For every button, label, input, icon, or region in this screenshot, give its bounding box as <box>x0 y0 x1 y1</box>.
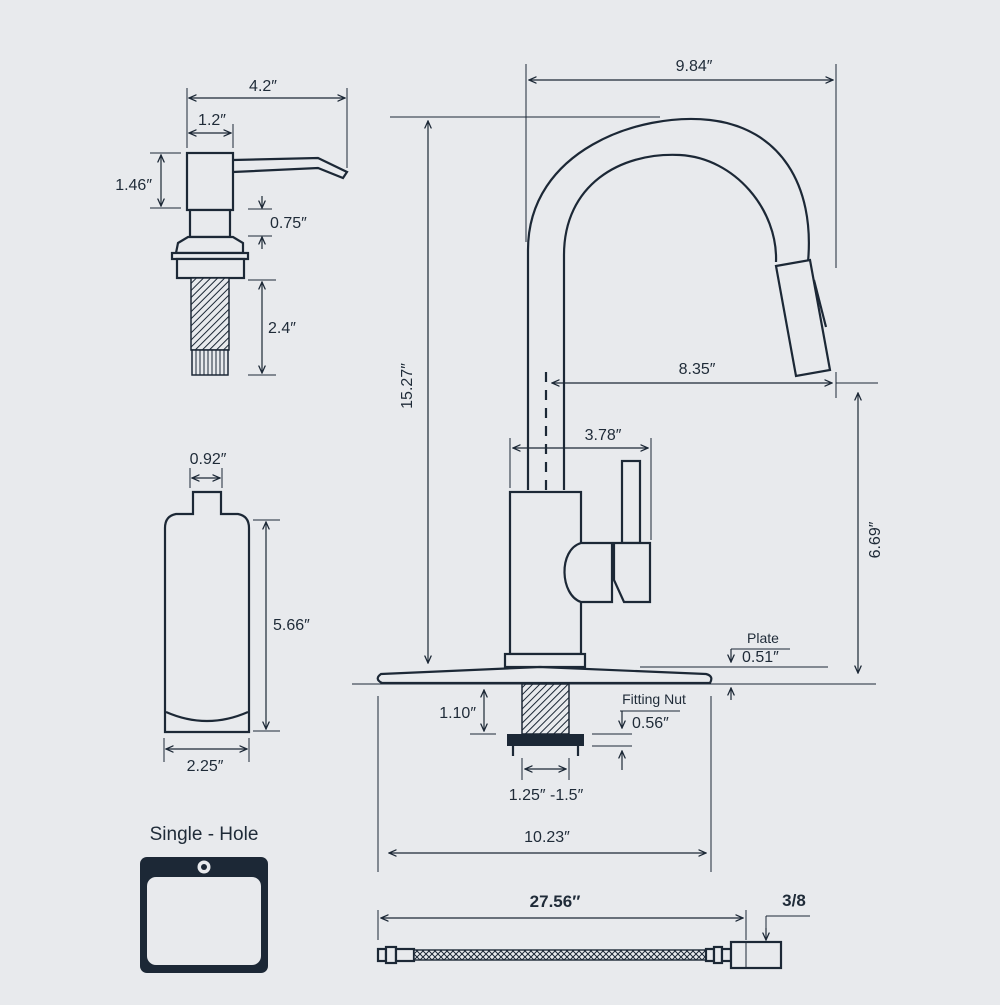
dim-collar-height: 0.75″ <box>248 196 307 249</box>
spray-button-icon <box>812 279 828 328</box>
mount-thread <box>521 683 570 735</box>
pump-thread <box>190 277 230 351</box>
label-neck-width: 0.92″ <box>190 451 227 468</box>
label-spout-reach: 8.35″ <box>679 361 716 378</box>
hose-right-fitting <box>704 940 783 970</box>
label-handle-reach: 3.78″ <box>585 427 622 444</box>
bottle-bottom-curve <box>165 710 249 723</box>
dim-hole-diameter: 1.25″ -1.5″ <box>509 758 584 804</box>
dim-mount-height: 1.10″ <box>439 690 496 735</box>
label-thread-size: 3/8 <box>782 891 806 910</box>
fitting-nut <box>507 734 584 746</box>
dim-pump-height: 1.46″ <box>115 152 181 209</box>
hose-left-fitting <box>376 945 416 965</box>
label-pump-width: 1.2″ <box>198 112 226 129</box>
label-reach-total: 9.84″ <box>676 58 713 75</box>
braided-hose <box>413 949 707 961</box>
sink-basin <box>147 877 261 965</box>
dim-handle-reach: 3.78″ <box>509 427 652 540</box>
label-fitting-nut-value: 0.56″ <box>632 715 669 732</box>
supply-hose-drawing: 27.56″ 3/8 <box>376 891 810 970</box>
label-shank-length: 2.4″ <box>268 320 296 337</box>
pump-base <box>175 257 246 280</box>
dim-spout-reach: 8.35″ <box>552 361 837 398</box>
dim-plate-width: 10.23″ <box>377 696 712 872</box>
label-mount-height: 1.10″ <box>439 705 476 722</box>
faucet-base-ring <box>503 652 587 669</box>
spray-head <box>774 258 832 378</box>
dim-total-width: 4.2″ <box>186 78 348 168</box>
dim-hose-length: 27.56″ <box>377 892 747 940</box>
dim-faucet-height: 15.27″ <box>390 116 660 663</box>
soap-bottle-drawing: 0.92″ 5.66″ 2.25″ <box>163 451 310 775</box>
label-total-width: 4.2″ <box>249 78 277 95</box>
pump-head <box>185 151 235 212</box>
handle-base <box>612 541 652 604</box>
faucet-spout-outer <box>526 117 810 490</box>
pump-neck <box>188 208 232 239</box>
dim-neck-width: 0.92″ <box>189 451 227 488</box>
label-plate-thickness: 0.51″ <box>742 649 779 666</box>
label-fitting-nut: Fitting Nut <box>622 691 686 707</box>
label-hole-diameter: 1.25″ -1.5″ <box>509 787 584 804</box>
dim-bottle-height: 5.66″ <box>253 519 310 732</box>
label-hose-length: 27.56″ <box>530 892 581 911</box>
faucet-spout-inner <box>562 153 778 490</box>
fitting-nut-legs <box>511 746 580 756</box>
pump-nozzle <box>232 156 349 180</box>
label-plate-width: 10.23″ <box>524 829 570 846</box>
bottle-outline <box>163 490 251 734</box>
handle-hub <box>563 541 614 604</box>
single-hole-drawing: Single - Hole <box>140 824 268 973</box>
label-faucet-height: 15.27″ <box>399 363 416 409</box>
handle-lever <box>620 459 642 545</box>
dim-spout-clearance: 6.69″ <box>640 382 884 673</box>
dim-pump-width: 1.2″ <box>186 112 234 148</box>
faucet-drawing: 9.84″ 15.27″ 8.35″ 3.78″ 6.69″ <box>352 58 884 872</box>
label-spout-clearance: 6.69″ <box>867 521 884 558</box>
dim-reach-total: 9.84″ <box>525 58 837 268</box>
dim-plate-thickness: Plate 0.51″ <box>731 630 790 700</box>
pump-collar <box>174 235 245 255</box>
pump-tube <box>191 349 229 376</box>
soap-dispenser-drawing: 4.2″ 1.2″ 1.46″ 0.75″ 2.4 <box>115 78 349 376</box>
dim-thread-size: 3/8 <box>766 891 810 940</box>
single-hole-title: Single - Hole <box>150 824 259 845</box>
label-bottle-height: 5.66″ <box>273 617 310 634</box>
label-bottle-width: 2.25″ <box>187 758 224 775</box>
dim-bottle-width: 2.25″ <box>163 738 250 775</box>
dim-fitting-nut: Fitting Nut 0.56″ <box>592 691 686 770</box>
mount-hole-center-icon <box>201 864 207 870</box>
label-plate: Plate <box>747 630 779 646</box>
label-pump-height: 1.46″ <box>115 177 152 194</box>
dim-shank-length: 2.4″ <box>248 279 296 376</box>
deck-plate <box>376 665 713 685</box>
label-collar-height: 0.75″ <box>270 215 307 232</box>
